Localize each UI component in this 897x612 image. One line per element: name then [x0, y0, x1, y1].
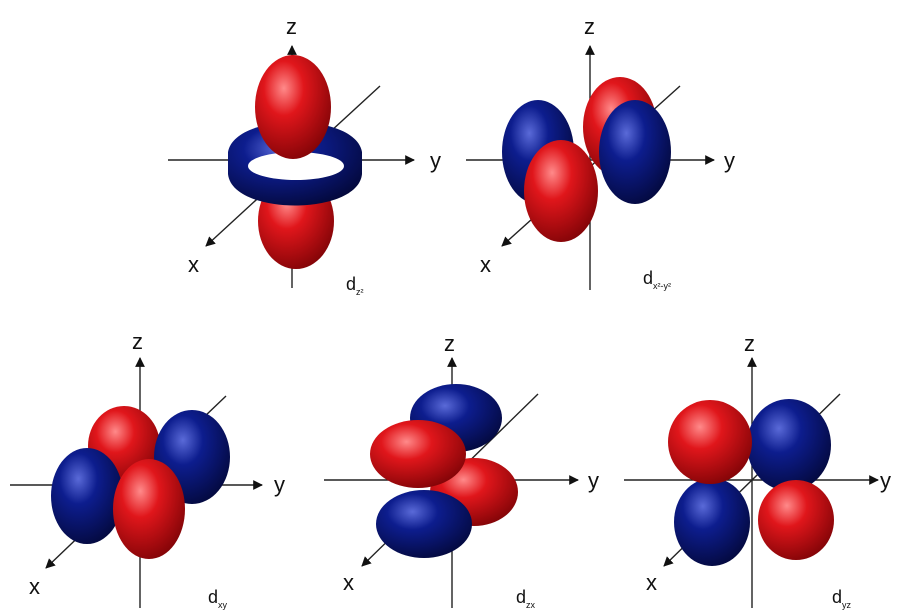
z-axis-label: z — [584, 14, 595, 39]
y-axis-label: y — [588, 468, 599, 493]
orbital-dxy: z y x dxy — [10, 329, 285, 610]
orbital-label: dx²-y² — [643, 268, 671, 291]
lobe-front-red — [370, 420, 466, 488]
lobe-top-right-blue — [747, 399, 831, 491]
lobe-right-blue — [599, 100, 671, 204]
x-axis-label: x — [188, 252, 199, 277]
orbital-dz2: z y x dz² — [168, 14, 441, 297]
orbital-dx2-y2: z y x dx²-y² — [466, 14, 735, 291]
y-axis-label: y — [274, 472, 285, 497]
lobe-front-right-red — [113, 459, 185, 559]
y-axis-label: y — [724, 148, 735, 173]
x-axis-label: x — [29, 574, 40, 599]
lobe-top-left-red — [668, 400, 752, 484]
orbital-dzx: z y x dzx — [324, 331, 599, 610]
orbital-label: dxy — [208, 587, 228, 610]
lobe-bottom-front-blue — [376, 490, 472, 558]
axes — [624, 357, 879, 608]
orbital-label: dz² — [346, 274, 364, 297]
y-axis-label: y — [880, 468, 891, 493]
z-axis-label: z — [744, 331, 755, 356]
x-axis-label: x — [343, 570, 354, 595]
orbital-label: dyz — [832, 587, 852, 610]
lobe-front-red — [524, 140, 598, 242]
z-axis-label: z — [286, 14, 297, 39]
lobe-bottom-left-blue — [674, 478, 750, 566]
y-axis-label: y — [430, 148, 441, 173]
orbital-label: dzx — [516, 587, 536, 610]
torus-hole — [248, 152, 344, 180]
lobe-bottom-right-red — [758, 480, 834, 560]
orbital-dyz: z y x dyz — [624, 331, 891, 610]
z-axis-label: z — [132, 329, 143, 354]
lobe-front-left-blue — [51, 448, 123, 544]
x-axis-label: x — [480, 252, 491, 277]
lobe-upper-red — [255, 55, 331, 159]
x-axis-label: x — [646, 570, 657, 595]
z-axis-label: z — [444, 331, 455, 356]
